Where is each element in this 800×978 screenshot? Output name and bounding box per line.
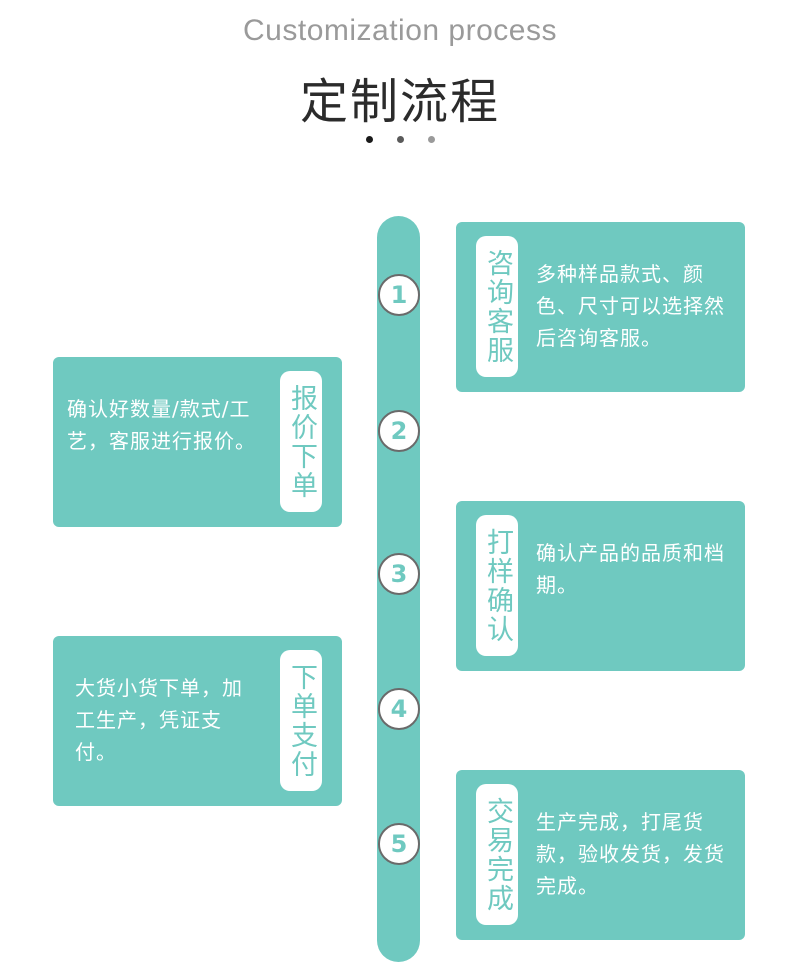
- step-label-box: 下单支付: [280, 650, 322, 791]
- step-label: 交易完成: [482, 796, 513, 913]
- step-description: 确认好数量/款式/工艺，客服进行报价。: [67, 397, 256, 453]
- dot-icon: [365, 136, 373, 143]
- step-number-5: 5: [378, 823, 420, 865]
- step-card-deal-complete: 交易完成 生产完成，打尾货款，验收发货，发货完成。: [456, 770, 745, 940]
- step-number-2: 2: [378, 410, 420, 452]
- step-number-1: 1: [378, 274, 420, 316]
- step-number-3: 3: [378, 553, 420, 595]
- step-label-box: 报价下单: [280, 371, 322, 512]
- step-label: 打样确认: [482, 527, 513, 644]
- step-label: 报价下单: [286, 383, 317, 500]
- dot-icon: [396, 136, 404, 143]
- step-card-consult: 咨询客服 多种样品款式、颜色、尺寸可以选择然后咨询客服。: [456, 222, 745, 392]
- step-description: 确认产品的品质和档期。: [536, 541, 725, 597]
- step-label: 下单支付: [286, 662, 317, 779]
- step-label-box: 打样确认: [476, 515, 518, 656]
- step-card-quote-order: 确认好数量/款式/工艺，客服进行报价。 报价下单: [53, 357, 342, 527]
- page-subtitle: Customization process: [243, 14, 557, 47]
- step-description: 大货小货下单，加工生产，凭证支付。: [75, 676, 243, 764]
- step-description: 生产完成，打尾货款，验收发货，发货完成。: [536, 810, 725, 898]
- step-number-4: 4: [378, 688, 420, 730]
- step-description: 多种样品款式、颜色、尺寸可以选择然后咨询客服。: [536, 262, 725, 350]
- step-label-box: 咨询客服: [476, 236, 518, 377]
- step-label: 咨询客服: [482, 248, 513, 365]
- page-title: 定制流程: [299, 74, 500, 130]
- step-label-box: 交易完成: [476, 784, 518, 925]
- title-decoration-dots: [0, 128, 800, 147]
- step-card-order-payment: 大货小货下单，加工生产，凭证支付。 下单支付: [53, 636, 342, 806]
- step-card-sample-confirm: 打样确认 确认产品的品质和档期。: [456, 501, 745, 671]
- dot-icon: [427, 136, 435, 143]
